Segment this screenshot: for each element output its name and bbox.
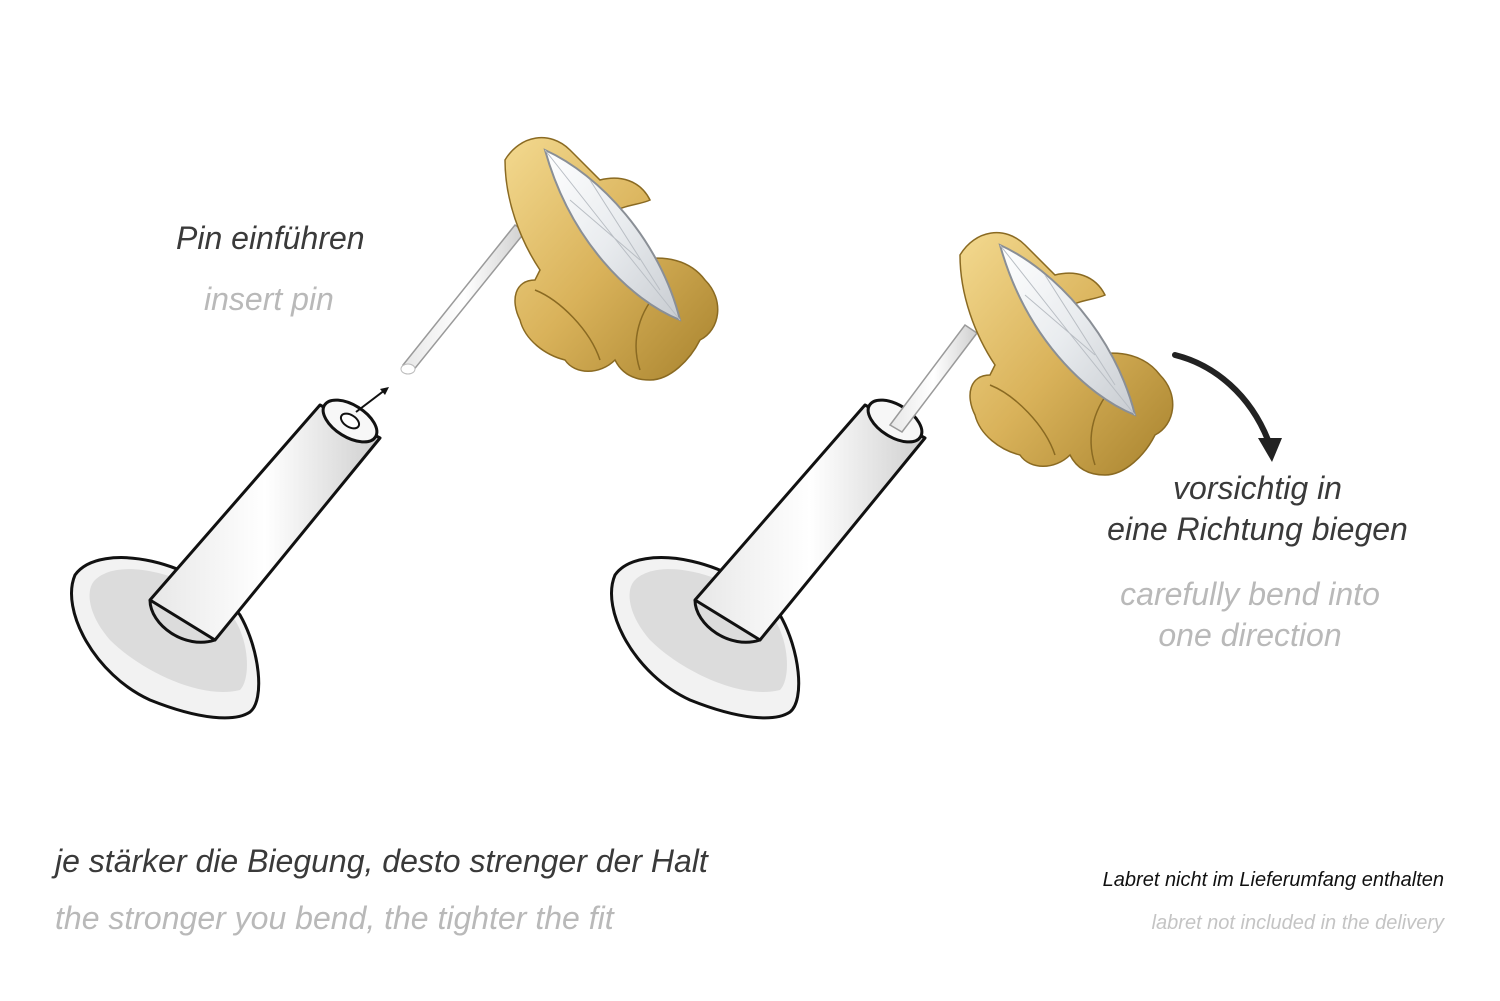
step2-label-de-line2: eine Richtung biegen [1107,511,1408,547]
labret-right [610,231,1174,720]
labret-shaft-left [148,398,382,644]
labret-left [70,398,382,720]
tip-en: the stronger you bend, the tighter the f… [55,900,614,936]
step2-label-en: carefully bend into one direction [1090,576,1410,654]
marquise-gem-right [998,243,1137,417]
marquise-gem-left [543,148,682,322]
step1-label-de: Pin einführen [176,220,365,256]
pin-inserted-right [888,323,979,433]
pin-top-left [400,136,719,381]
note-de: Labret nicht im Lieferumfang enthalten [1102,869,1444,891]
step2-label-de-line1: vorsichtig in [1173,470,1342,506]
step2-label-de: vorsichtig in eine Richtung biegen [1090,470,1425,548]
tip-de: je stärker die Biegung, desto strenger d… [55,843,708,879]
insert-arrow [355,387,389,413]
step1-label-en: insert pin [204,281,334,317]
bend-arrow [1172,352,1282,462]
note-en: labret not included in the delivery [1151,912,1444,934]
step2-label-en-line1: carefully bend into [1120,576,1380,612]
step2-label-en-line2: one direction [1158,617,1342,653]
labret-shaft-right [693,398,927,644]
